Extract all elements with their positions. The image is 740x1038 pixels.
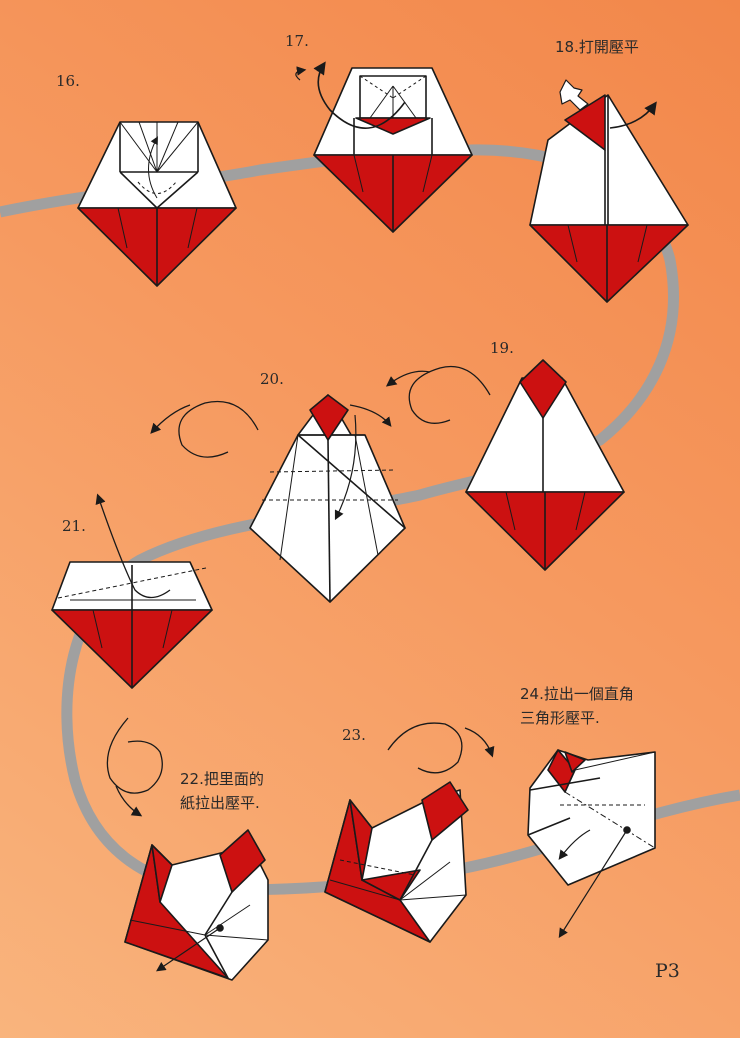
turn-over-arrow-22 bbox=[106, 717, 163, 794]
step-24-label-line2: 三角形壓平. bbox=[520, 709, 600, 727]
step-22-label-line2: 紙拉出壓平. bbox=[180, 794, 260, 812]
step-21-label: 21. bbox=[62, 517, 86, 535]
step-19-label: 19. bbox=[490, 339, 514, 357]
step-21-figure bbox=[51, 493, 213, 689]
step-17-figure bbox=[295, 61, 473, 233]
step-18-label: 18.打開壓平 bbox=[555, 38, 639, 56]
turn-over-arrow-23 bbox=[387, 722, 463, 774]
page-number: P3 bbox=[655, 960, 680, 982]
step-17-label: 17. bbox=[285, 32, 309, 50]
step-20-label: 20. bbox=[260, 370, 284, 388]
step-23-label: 23. bbox=[342, 726, 366, 744]
step-16-label: 16. bbox=[56, 72, 80, 90]
step-18-figure bbox=[529, 79, 689, 303]
step-16-figure bbox=[77, 121, 237, 287]
turn-over-arrow-20 bbox=[178, 400, 259, 458]
step-24-label-line1: 24.拉出一個直角 bbox=[520, 685, 634, 703]
step-23-figure bbox=[324, 722, 495, 943]
step-20-figure bbox=[150, 394, 406, 603]
step-24-figure bbox=[527, 749, 656, 939]
step-19-figure bbox=[385, 359, 625, 571]
step-22-label-line1: 22.把里面的 bbox=[180, 770, 264, 788]
turn-over-arrow-19 bbox=[408, 365, 491, 424]
step-22-figure bbox=[106, 717, 269, 981]
